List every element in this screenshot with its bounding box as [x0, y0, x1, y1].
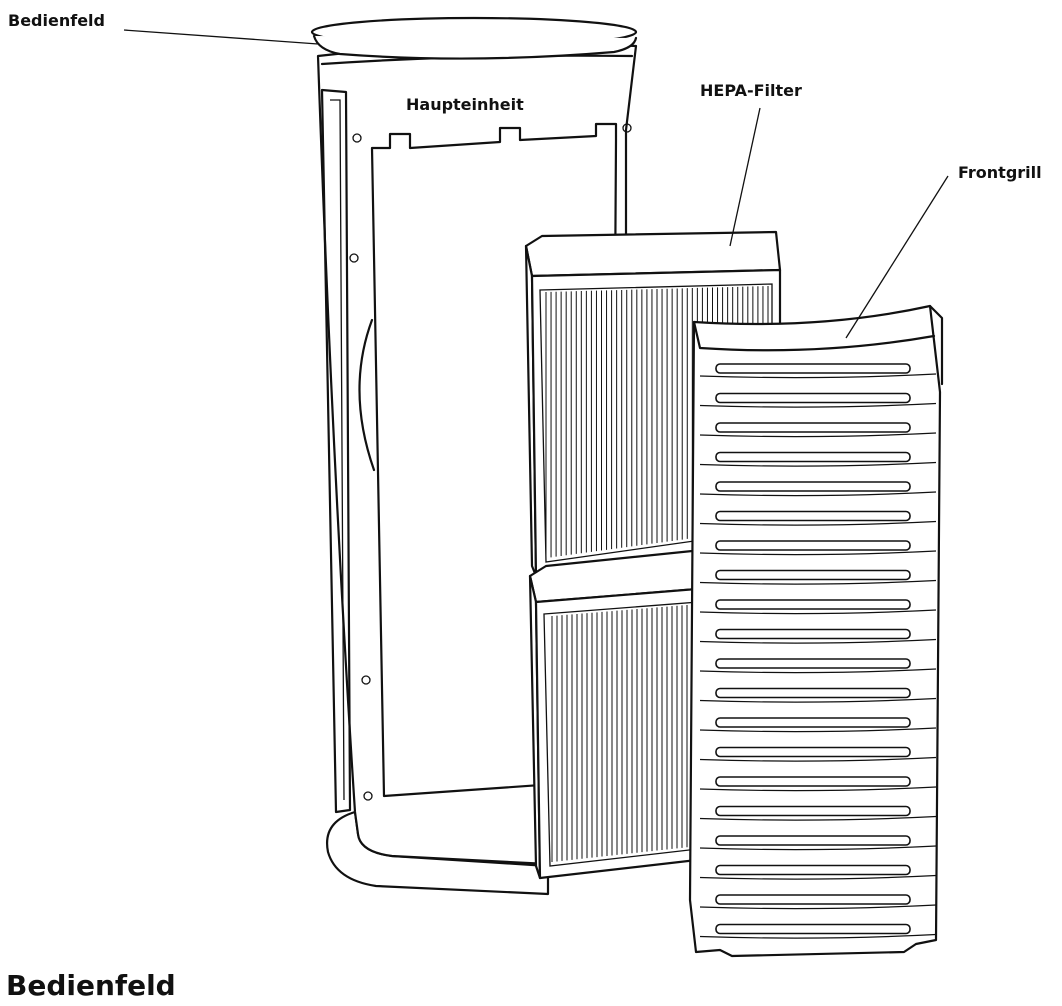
screw-icon — [622, 123, 632, 133]
screw-icon — [352, 133, 362, 143]
screw-icon — [361, 675, 371, 685]
main-unit-side-frame — [320, 88, 352, 814]
exploded-view-diagram: Bedienfeld Haupteinheit HEPA-Filter Fron… — [8, 11, 1042, 958]
control-panel-part — [310, 16, 638, 60]
grill-slats — [699, 363, 937, 939]
leader-line-control-panel — [123, 29, 319, 45]
screw-icon — [363, 791, 373, 801]
leader-lines — [123, 29, 949, 339]
leader-line-hepa-filter — [729, 107, 761, 247]
label-front-grill: Frontgrill — [958, 163, 1042, 182]
label-main-unit: Haupteinheit — [406, 95, 524, 114]
label-hepa-filter: HEPA-Filter — [700, 81, 802, 100]
section-heading: Bedienfeld — [6, 969, 176, 1002]
label-control-panel: Bedienfeld — [8, 11, 105, 30]
screw-icon — [349, 253, 359, 263]
front-grill — [688, 304, 944, 958]
leader-line-front-grill — [845, 175, 949, 339]
